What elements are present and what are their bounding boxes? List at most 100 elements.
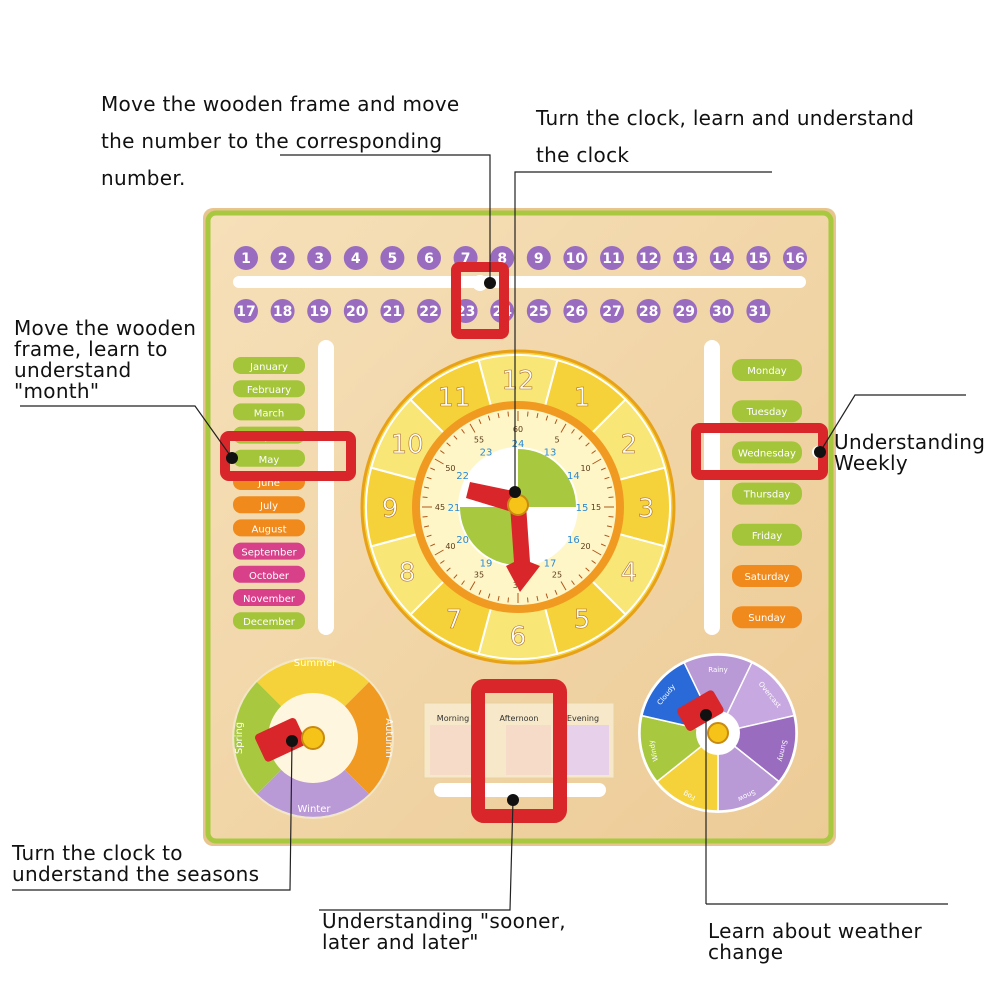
time-of-day-label: Evening <box>567 714 599 723</box>
date-circle <box>417 299 441 323</box>
weekday-tag <box>732 482 802 505</box>
date-circle <box>343 299 368 323</box>
date-number: 4 <box>351 251 361 267</box>
annotation-line: the clock <box>536 143 630 167</box>
weekday-label: Tuesday <box>746 407 788 418</box>
annotation-line: Weekly <box>834 451 908 475</box>
clock-minute-number: 15 <box>591 503 601 512</box>
date-number: 15 <box>749 251 768 267</box>
annotation-line: frame, learn to <box>14 337 168 361</box>
date-circle <box>270 299 295 323</box>
weekday-tag <box>732 606 802 629</box>
weekday-tag <box>732 565 802 587</box>
annotation-line: Learn about weather <box>708 919 922 943</box>
clock-hour-number: 4 <box>621 558 638 588</box>
clock-minute-number: 40 <box>445 542 455 551</box>
month-tag <box>233 612 305 630</box>
season-label: Summer <box>294 658 337 669</box>
clock-hour-number: 6 <box>510 622 527 652</box>
date-number: 12 <box>639 251 658 267</box>
clock-24h-number: 15 <box>576 503 589 514</box>
date-circle <box>600 299 624 323</box>
month-slot <box>318 340 334 635</box>
date-number: 28 <box>639 304 658 320</box>
date-circle <box>270 246 295 270</box>
annotation-weekly: Understanding Weekly <box>834 432 985 474</box>
month-label: March <box>254 408 284 419</box>
month-label: February <box>247 385 291 396</box>
annotation-line: Turn the clock to <box>12 841 183 865</box>
clock-minute-number: 25 <box>552 571 562 580</box>
month-label: January <box>249 362 288 373</box>
weekday-label: Friday <box>752 531 782 542</box>
date-number: 11 <box>602 251 621 267</box>
date-circle <box>600 246 624 270</box>
date-number: 13 <box>675 251 694 267</box>
month-tag <box>233 380 305 398</box>
weekday-tag <box>732 523 802 546</box>
clock-minute-number: 35 <box>474 571 484 580</box>
clock-24h-number: 22 <box>456 471 469 482</box>
date-number: 16 <box>785 251 804 267</box>
date-number: 2 <box>278 251 288 267</box>
clock-24h-number: 23 <box>480 448 493 459</box>
annotation-line: understand the seasons <box>12 862 260 886</box>
date-number: 6 <box>424 251 434 267</box>
month-label: August <box>252 524 287 535</box>
clock-hour-number: 2 <box>621 430 638 460</box>
clock-24h-number: 21 <box>448 503 461 514</box>
date-number: 18 <box>273 304 292 320</box>
annotation-seasons: Turn the clock to understand the seasons <box>12 843 259 885</box>
date-circle <box>709 299 734 323</box>
date-number: 30 <box>712 304 732 320</box>
clock-hour-number: 10 <box>391 430 424 460</box>
weekday-tags: MondayTuesdayWednesdayThursdayFridaySatu… <box>732 359 802 629</box>
clock-minute-number: 10 <box>580 464 590 473</box>
date-circle <box>783 246 807 270</box>
clock-hour-number: 7 <box>446 605 463 635</box>
date-number: 17 <box>236 304 255 320</box>
weather-wheel <box>638 653 798 813</box>
time-of-day-label: Afternoon <box>500 714 539 723</box>
annotation-line: Understanding <box>834 430 986 454</box>
date-number: 8 <box>497 251 507 267</box>
date-number: 27 <box>602 304 621 320</box>
clock-hour-number: 5 <box>574 605 591 635</box>
date-circle <box>343 246 368 270</box>
date-circle <box>563 246 588 270</box>
month-label: October <box>249 571 290 582</box>
annotation-line: "month" <box>14 379 100 403</box>
clock-24h-number: 24 <box>512 439 525 450</box>
date-circle <box>636 299 661 323</box>
weekday-tag <box>732 400 802 423</box>
clock-minute-number: 55 <box>474 435 484 444</box>
month-tag <box>233 403 305 421</box>
annotation-line: number. <box>101 166 186 190</box>
annotation-line: Move the wooden <box>14 316 197 340</box>
date-number: 22 <box>419 304 438 320</box>
date-circle <box>526 299 551 323</box>
weekday-tag <box>732 359 802 381</box>
annotation-line: later and later" <box>322 930 479 954</box>
date-number: 3 <box>314 251 324 267</box>
annotation-line: understand <box>14 358 132 382</box>
weekday-label: Wednesday <box>738 448 796 459</box>
month-tag <box>233 565 305 583</box>
clock-hour-number: 9 <box>382 494 399 524</box>
month-tag <box>233 589 305 606</box>
clock-minute-number: 60 <box>513 425 523 434</box>
clock-minute-number: 5 <box>554 435 559 444</box>
annotation-clock: Turn the clock, learn and understand the… <box>536 100 914 174</box>
date-number: 7 <box>461 251 471 267</box>
time-of-day-cards <box>423 679 615 823</box>
month-tag <box>233 449 305 467</box>
season-label: Autumn <box>383 718 394 758</box>
clock-hour-number: 12 <box>501 366 534 396</box>
date-circle <box>234 246 258 270</box>
clock-hour-number: 1 <box>574 383 591 413</box>
season-label: Spring <box>234 722 245 754</box>
clock-24h-number: 17 <box>544 558 557 569</box>
month-tags: JanuaryFebruaryMarchAprilMayJuneJulyAugu… <box>233 357 305 630</box>
